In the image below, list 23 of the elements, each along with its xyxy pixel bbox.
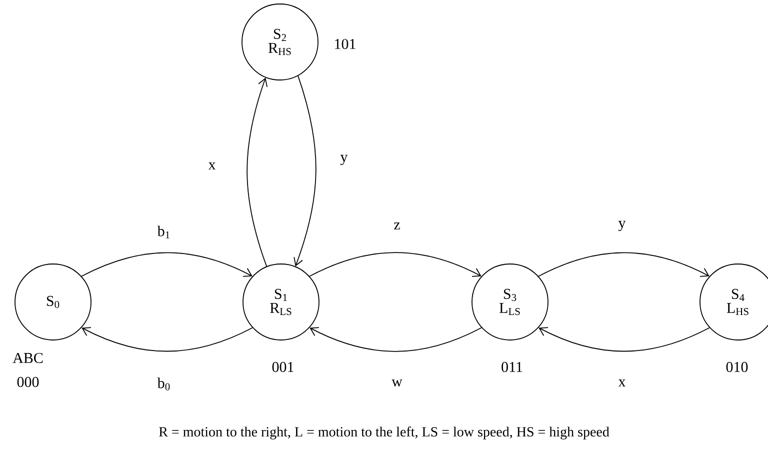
state-code: ABC (12, 352, 43, 364)
state-code: 010 (726, 362, 748, 372)
edge-label: y (617, 220, 627, 232)
transition-arrow (538, 252, 710, 277)
transition-arrow (294, 76, 316, 266)
state-code: 011 (502, 362, 522, 372)
transition-arrow (82, 327, 253, 352)
edge-label: z (392, 222, 402, 230)
edge-label: y (339, 154, 349, 166)
state-code: 101 (335, 38, 356, 50)
transition-arrow (310, 327, 482, 352)
state-code: 000 (17, 376, 39, 388)
transition-arrow (81, 252, 252, 277)
edge-label: x (617, 378, 627, 388)
edge-label: b$_{0}$ (156, 376, 172, 392)
edge-label: w (390, 378, 404, 388)
caption: R = motion to the right, L = motion to the left, LS = low speed, HS = high speed (159, 426, 610, 440)
transition-arrow (246, 78, 268, 267)
transition-arrow (309, 252, 482, 277)
state-code: 001 (272, 362, 294, 372)
edge-label: x (207, 162, 217, 170)
edge-label: b$_{1}$ (156, 224, 172, 240)
transition-arrow (538, 327, 710, 352)
